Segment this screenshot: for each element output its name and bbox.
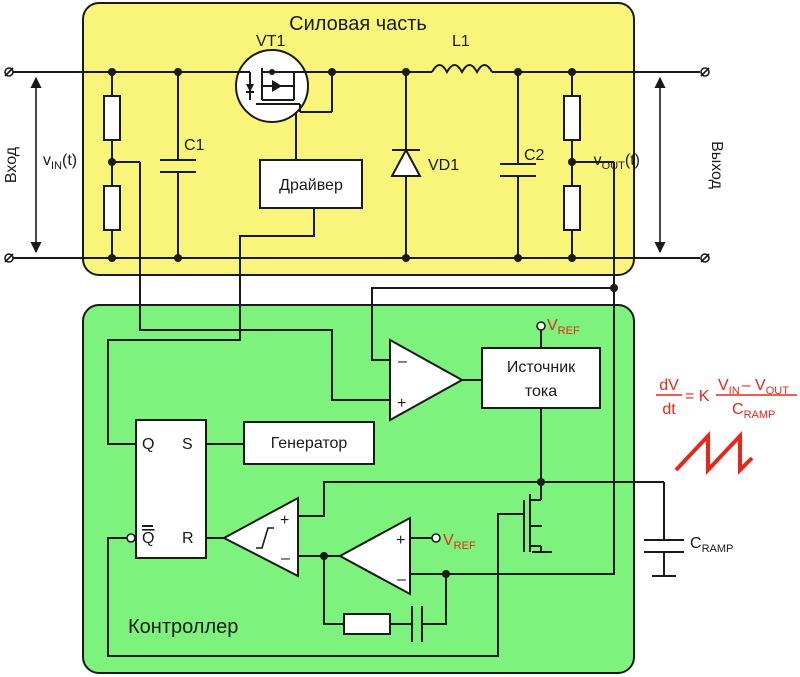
svg-text:–: –	[397, 571, 406, 588]
svg-text:= K: = K	[685, 388, 710, 405]
l1-label: L1	[452, 33, 470, 50]
qbar-inversion-bubble	[126, 533, 136, 543]
ramp-formula: dV dt = K VIN– VOUT CRAMP	[656, 377, 797, 421]
svg-text:dV: dV	[659, 377, 679, 394]
current-source-block	[481, 347, 601, 409]
driver-label: Драйвер	[279, 177, 343, 194]
flipflop-q-label: Q	[142, 436, 154, 453]
driver-block	[259, 159, 363, 209]
c1-label: C1	[184, 137, 205, 154]
diode-vd1	[390, 68, 422, 262]
vref-terminal-bottom	[431, 533, 441, 543]
svg-text:+: +	[397, 395, 406, 412]
comparator: + –	[206, 496, 299, 578]
vd1-label: VD1	[428, 157, 459, 174]
svg-text:+: +	[396, 532, 405, 549]
output-terminals	[700, 67, 710, 263]
feedback-resistor	[343, 613, 391, 635]
vref-terminal-top	[536, 321, 546, 331]
output-divider	[563, 68, 614, 262]
inductor-l1	[431, 64, 493, 75]
vref-label-bottom: VREF	[443, 532, 476, 552]
discharge-mosfet	[497, 408, 552, 574]
vin-sense-wire	[139, 162, 390, 401]
controller-section-title: Контроллер	[128, 616, 238, 638]
svg-text:CRAMP: CRAMP	[732, 401, 775, 421]
integrator-amplifier: + –	[337, 516, 411, 596]
flipflop-s-label: S	[182, 436, 193, 453]
vout-sense-wire	[446, 162, 615, 575]
capacitor-c2	[500, 68, 536, 262]
power-section-title: Силовая часть	[289, 13, 427, 35]
current-source-label-2: тока	[525, 383, 557, 400]
svg-text:–: –	[281, 550, 290, 567]
vref-label-top: VREF	[547, 317, 580, 337]
svg-text:–: –	[398, 353, 407, 370]
power-section-panel	[82, 2, 635, 276]
driver-gate-wire	[107, 208, 315, 445]
svg-text:dt: dt	[662, 401, 676, 418]
svg-text:+: +	[280, 512, 289, 529]
feedback-wire	[371, 287, 614, 361]
flipflop-r-label: R	[182, 530, 194, 547]
input-terminals	[4, 67, 14, 263]
sawtooth-waveform	[674, 430, 754, 476]
generator-label: Генератор	[271, 435, 348, 452]
svg-text:VIN– VOUT: VIN– VOUT	[718, 377, 789, 397]
sr-flipflop	[135, 419, 207, 559]
flipflop-qbar-label: Q	[142, 530, 154, 547]
vt1-label: VT1	[256, 33, 285, 50]
cramp-label: CRAMP	[690, 535, 733, 555]
ramp-capacitor	[644, 482, 684, 577]
output-label: Выход	[708, 141, 725, 190]
capacitor-c1	[160, 68, 196, 262]
current-source-label-1: Источник	[507, 359, 576, 376]
vin-label: vIN(t)	[43, 152, 77, 172]
c2-label: C2	[524, 147, 545, 164]
error-amplifier: – +	[389, 338, 482, 422]
input-label: Вход	[3, 146, 20, 183]
input-divider	[103, 68, 140, 262]
mosfet-vt1	[235, 49, 310, 160]
